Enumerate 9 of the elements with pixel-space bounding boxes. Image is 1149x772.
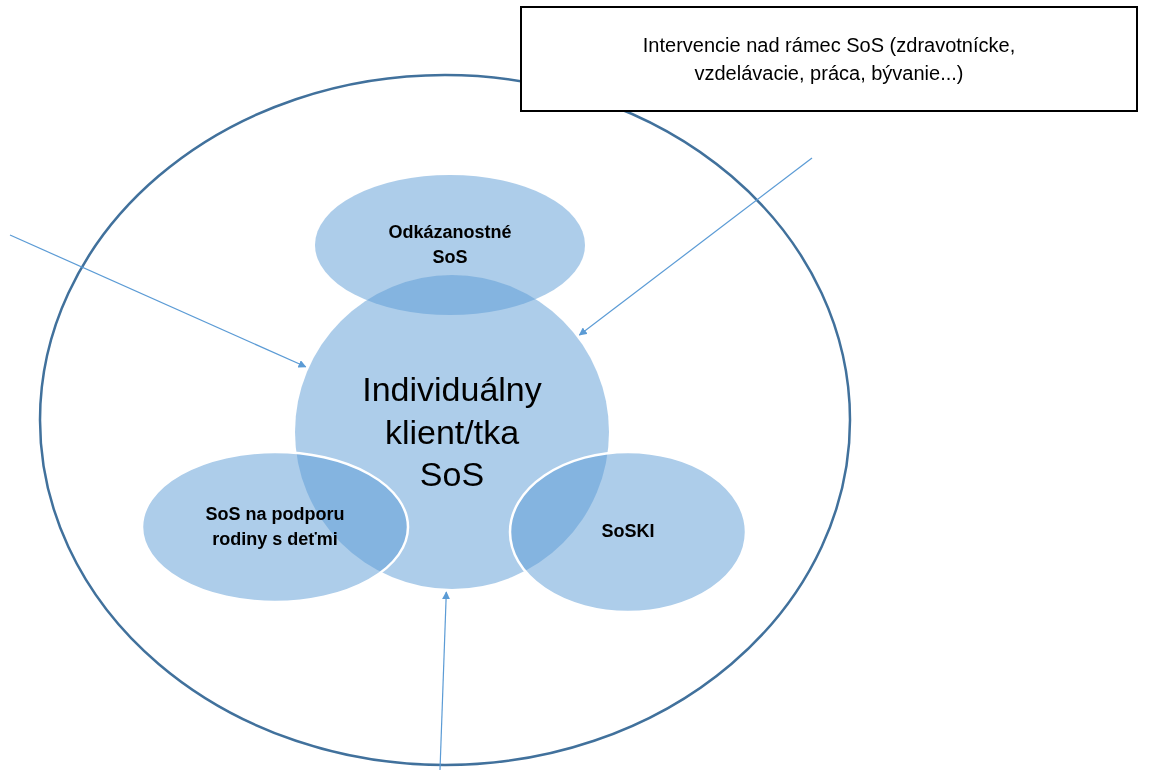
node-label: Odkázanostné SoS <box>387 220 513 269</box>
arrow <box>578 157 813 336</box>
node-label: SoS na podporu rodiny s deťmi <box>204 502 346 551</box>
node-label: Intervencie nad rámec SoS (zdravotnícke, vzdelávacie, práca, bývanie...) <box>641 33 1017 86</box>
node-label: Individuálny klient/tka SoS <box>361 369 543 496</box>
node-label: SoSKI <box>601 520 655 544</box>
arrow <box>9 234 307 368</box>
arrow <box>439 591 451 771</box>
text-box <box>520 6 1138 112</box>
